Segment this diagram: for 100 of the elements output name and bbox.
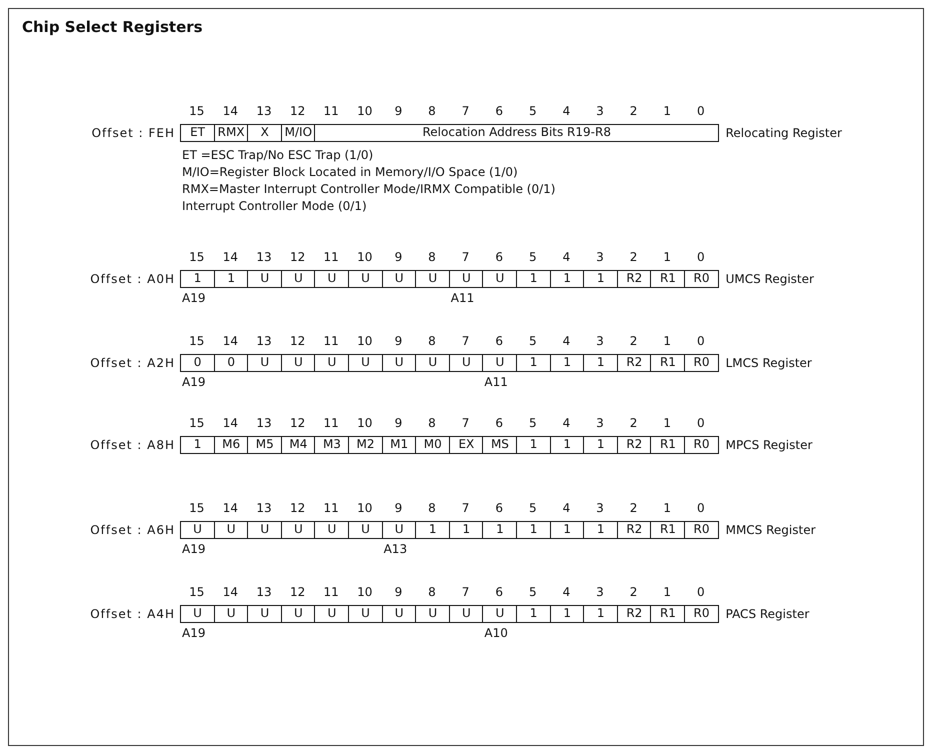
bit-number: 9 (394, 334, 404, 348)
bit-field-cell: 1 (448, 521, 484, 539)
bit-number: 11 (322, 501, 340, 515)
bit-number: 0 (696, 416, 706, 430)
address-bit-label: A19 (182, 291, 206, 305)
bit-field-cell: U (348, 605, 384, 623)
bit-field-cell: U (180, 605, 216, 623)
bit-field-cell: 1 (550, 521, 585, 539)
bit-field-cell: U (280, 605, 316, 623)
bit-field-cell: M2 (348, 436, 384, 454)
bit-number: 2 (628, 585, 638, 599)
bit-field-cell: U (247, 354, 282, 372)
bit-number: 8 (427, 585, 437, 599)
bit-number: 6 (494, 585, 504, 599)
bit-field-cell: U (448, 270, 484, 288)
bit-field-cell: U (415, 354, 450, 372)
bit-number: 11 (322, 104, 340, 118)
bit-field-cell: U (247, 521, 282, 539)
bit-field-cell: U (280, 354, 316, 372)
bit-number: 6 (494, 501, 504, 515)
bit-number: 9 (394, 250, 404, 264)
bit-field-cell: R2 (616, 605, 652, 623)
bit-field-cell: U (214, 521, 249, 539)
register-name: PACS Register (726, 607, 810, 621)
bit-field-cell: 1 (583, 270, 618, 288)
bit-number: 8 (427, 416, 437, 430)
bit-number: 4 (562, 501, 572, 515)
bit-number: 11 (322, 585, 340, 599)
bit-number: 2 (628, 416, 638, 430)
bit-number: 3 (595, 585, 605, 599)
bit-number: 8 (427, 334, 437, 348)
bit-number: 10 (356, 250, 374, 264)
bit-number: 1 (662, 104, 672, 118)
bit-field-cell: 1 (550, 270, 585, 288)
bit-number: 10 (356, 501, 374, 515)
address-bit-label: A19 (182, 542, 206, 556)
bit-number: 12 (288, 250, 306, 264)
bit-number: 15 (188, 104, 206, 118)
diagram-title: Chip Select Registers (22, 18, 203, 36)
bit-number: 4 (562, 416, 572, 430)
bit-number: 9 (394, 416, 404, 430)
bit-field-cell: U (314, 605, 350, 623)
bit-field-cell: U (382, 605, 417, 623)
bit-number: 7 (460, 334, 470, 348)
bit-field-cell: Relocation Address Bits R19-R8 (314, 124, 720, 142)
bit-number: 0 (696, 250, 706, 264)
bit-field-cell: M5 (247, 436, 282, 454)
bit-field-cell: U (314, 521, 350, 539)
bit-number: 13 (255, 585, 273, 599)
bit-number: 2 (628, 104, 638, 118)
bit-number: 14 (222, 104, 240, 118)
bit-number: 6 (494, 334, 504, 348)
bit-number: 12 (288, 585, 306, 599)
bit-field-cell: 1 (583, 605, 618, 623)
bit-field-cell: U (448, 605, 484, 623)
register-offset: Offset : A0H (90, 272, 175, 286)
bit-field-cell: R1 (650, 354, 686, 372)
bit-number: 9 (394, 585, 404, 599)
bit-field-cell: M1 (382, 436, 417, 454)
bit-field-cell: U (214, 605, 249, 623)
bit-number: 11 (322, 250, 340, 264)
bit-field-cell: U (348, 270, 384, 288)
bit-number: 7 (460, 250, 470, 264)
bit-field-cell: 1 (516, 521, 552, 539)
bit-number: 6 (494, 250, 504, 264)
bit-number: 15 (188, 416, 206, 430)
bit-field-cell: 1 (583, 521, 618, 539)
bit-number: 1 (662, 501, 672, 515)
bit-number: 14 (222, 250, 240, 264)
bit-number: 5 (528, 104, 538, 118)
bit-field-cell: 1 (550, 354, 585, 372)
bit-field-cell: U (247, 605, 282, 623)
bit-field-cell: M4 (280, 436, 316, 454)
bit-field-cell: M/IO (280, 124, 316, 142)
address-bit-label: A19 (182, 375, 206, 389)
field-note: RMX=Master Interrupt Controller Mode/IRMX Compatible (0/1) (182, 182, 556, 196)
bit-field-cell: R1 (650, 436, 686, 454)
bit-field-cell: R2 (616, 270, 652, 288)
bit-field-cell: RMX (214, 124, 249, 142)
register-name: UMCS Register (726, 272, 814, 286)
bit-number: 12 (288, 416, 306, 430)
bit-number: 13 (255, 334, 273, 348)
bit-number: 8 (427, 104, 437, 118)
bit-field-cell: 0 (214, 354, 249, 372)
bit-number: 14 (222, 501, 240, 515)
bit-field-cell: R1 (650, 270, 686, 288)
address-bit-label: A10 (484, 626, 508, 640)
register-name: Relocating Register (726, 126, 842, 140)
bit-field-cell: U (382, 354, 417, 372)
bit-field-cell: U (448, 354, 484, 372)
bit-number: 12 (288, 501, 306, 515)
bit-field-cell: R2 (616, 354, 652, 372)
bit-number: 14 (222, 416, 240, 430)
bit-number: 3 (595, 416, 605, 430)
bit-field-cell: X (247, 124, 282, 142)
bit-number: 5 (528, 501, 538, 515)
bit-field-cell: U (314, 354, 350, 372)
register-offset: Offset : A4H (90, 607, 175, 621)
bit-number: 1 (662, 334, 672, 348)
bit-number: 14 (222, 334, 240, 348)
